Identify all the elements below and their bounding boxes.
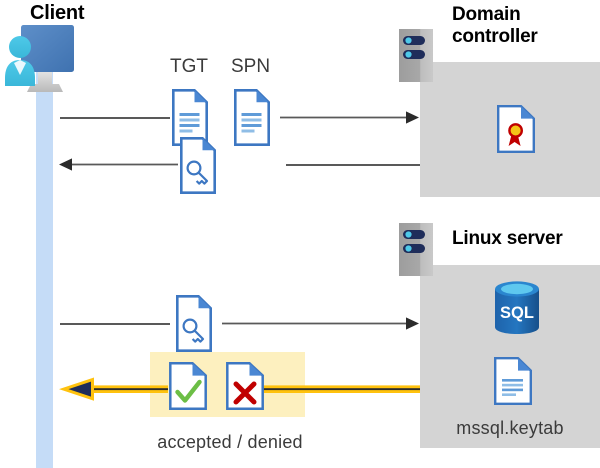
flow-tgt-spn-request-segment-left xyxy=(60,117,170,119)
keytab-document-icon xyxy=(494,357,532,405)
spn-document-icon xyxy=(234,89,270,146)
linux-server-title: Linux server xyxy=(452,228,600,250)
flow-auth-result-arrow xyxy=(58,377,420,403)
keytab-label-text: mssql.keytab xyxy=(456,418,564,438)
flow-ticket-response-segment-right xyxy=(286,164,420,166)
linux-server-title-text: Linux server xyxy=(452,228,563,249)
tgt-label: TGT xyxy=(170,56,208,78)
tgt-document-icon xyxy=(172,89,208,146)
server-rack-icon xyxy=(398,28,438,83)
accepted-denied-label-text: accepted / denied xyxy=(157,432,303,452)
spn-label: SPN xyxy=(231,56,270,78)
flow-ticket-response-segment-left xyxy=(58,155,178,175)
keytab-label: mssql.keytab xyxy=(420,418,600,439)
spn-label-text: SPN xyxy=(231,56,271,77)
tgt-label-text: TGT xyxy=(170,56,208,77)
client-lifeline xyxy=(36,72,53,468)
client-icon xyxy=(4,25,96,98)
flow-tgt-spn-request-segment-right xyxy=(280,108,420,128)
flow-service-ticket-segment-right xyxy=(222,314,420,334)
ticket-key-document-icon-1 xyxy=(180,137,216,194)
flow-service-ticket-segment-left xyxy=(60,323,170,325)
client-title: Client xyxy=(30,2,140,26)
svg-text:SQL: SQL xyxy=(500,304,534,322)
domain-controller-title-line1: Domain xyxy=(452,4,521,25)
domain-controller-title-line2: controller xyxy=(452,26,538,48)
certificate-document-icon xyxy=(497,105,535,153)
denied-document-icon xyxy=(226,362,264,410)
accepted-document-icon xyxy=(169,362,207,410)
ticket-key-document-icon-2 xyxy=(176,295,212,352)
client-title-text: Client xyxy=(30,2,85,24)
server-rack-icon-linux xyxy=(398,222,438,277)
sql-database-icon: SQL xyxy=(492,280,542,335)
accepted-denied-label: accepted / denied xyxy=(135,432,325,453)
domain-controller-title: Domain controller xyxy=(452,4,600,49)
